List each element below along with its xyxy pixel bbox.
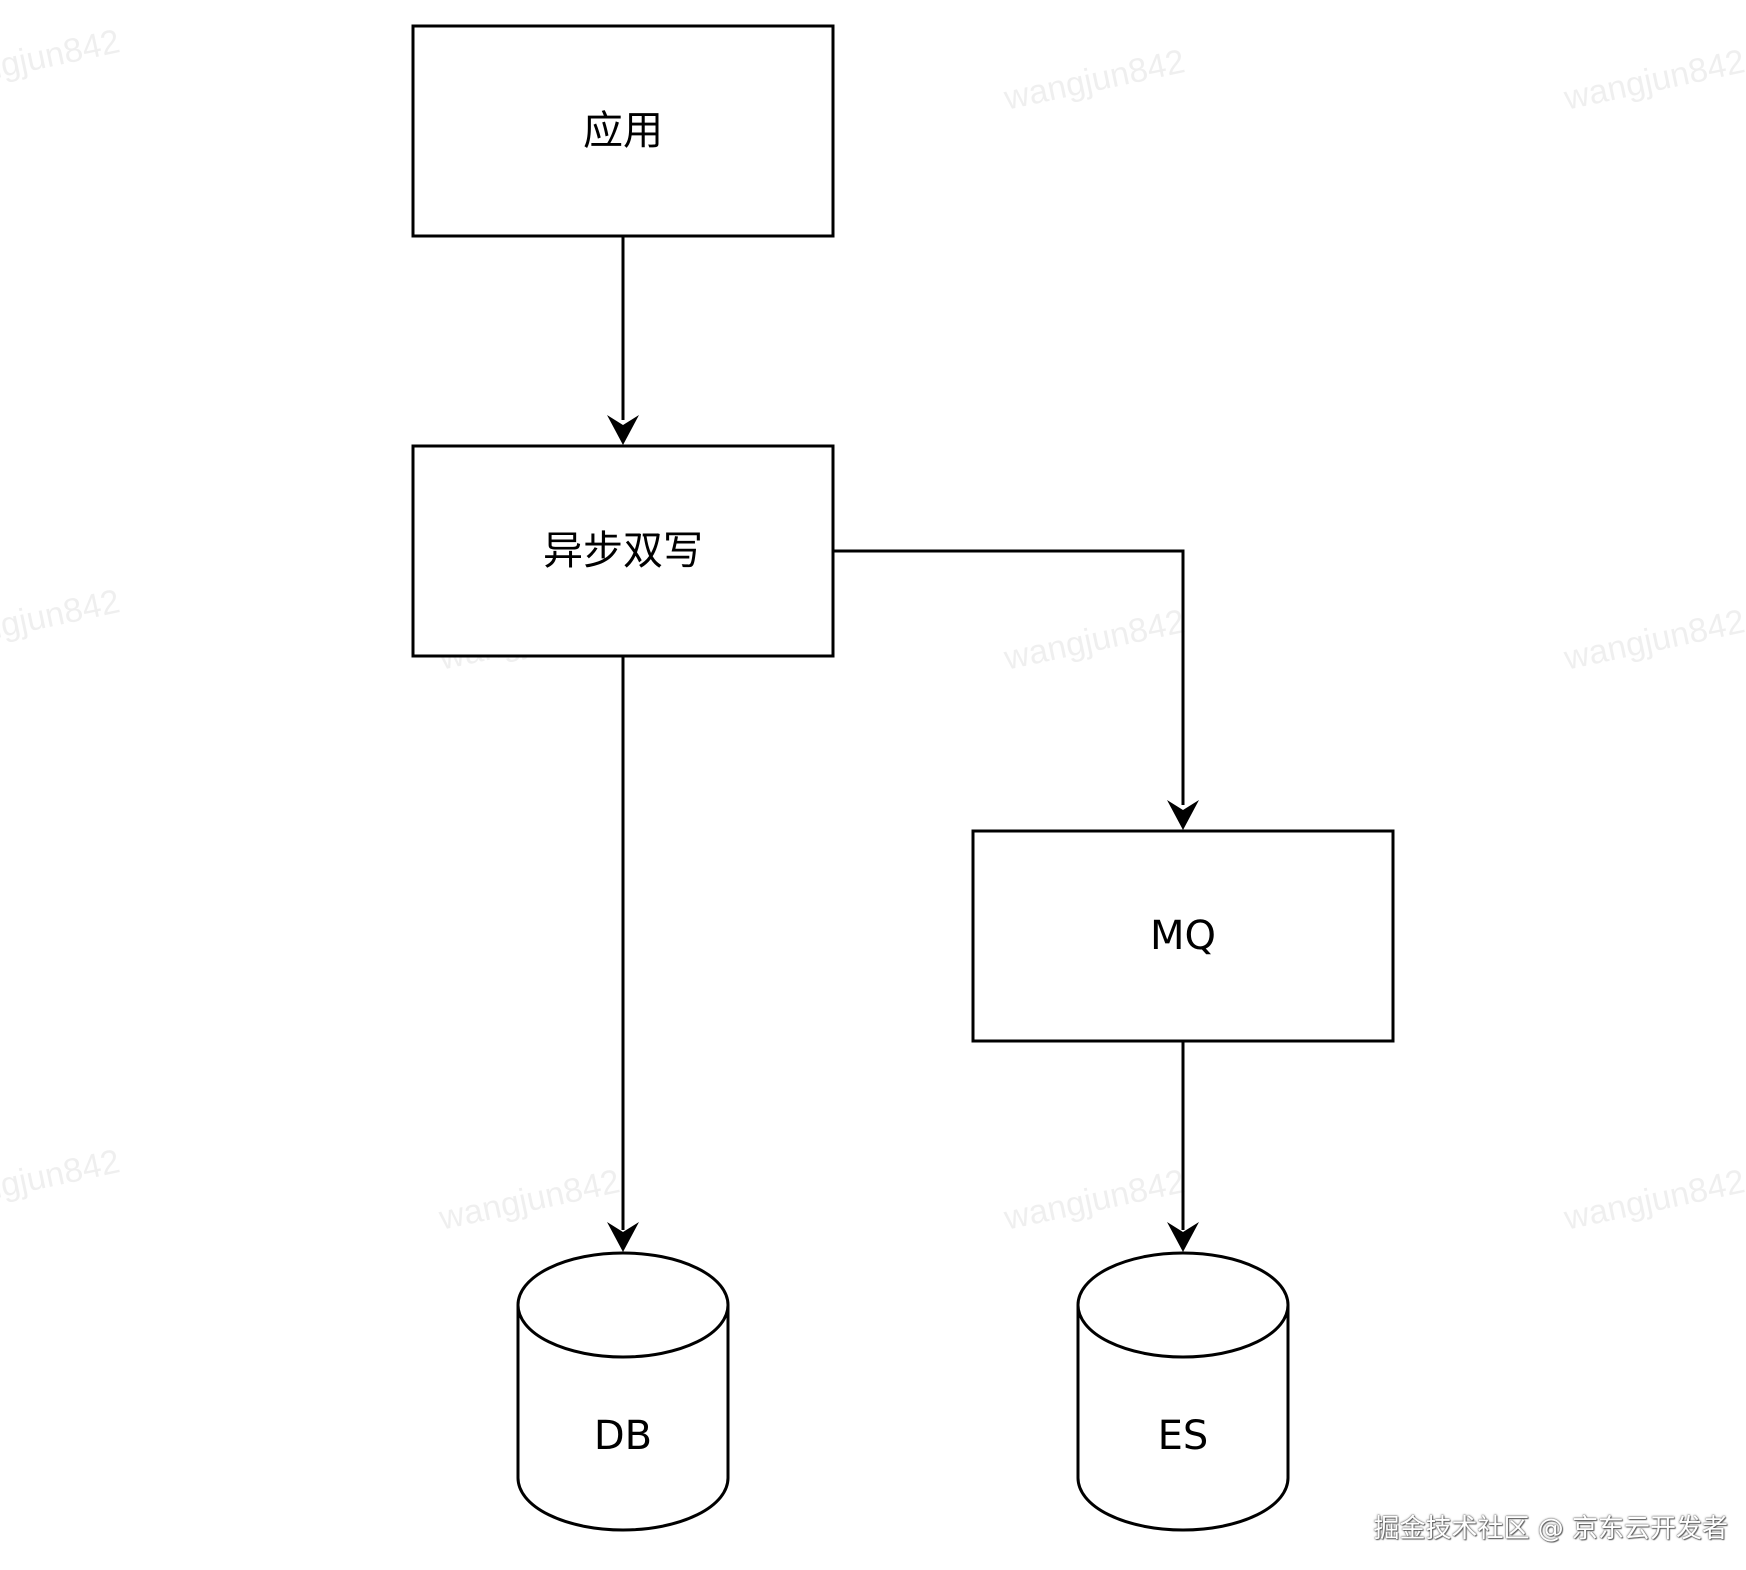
node-app-label: 应用	[583, 108, 663, 154]
node-app: 应用	[411, 24, 835, 238]
node-async-write: 异步双写	[411, 444, 835, 658]
node-es-label: ES	[1158, 1413, 1209, 1459]
node-db-label: DB	[594, 1413, 652, 1459]
node-async-write-label: 异步双写	[543, 528, 703, 574]
node-db: DB	[516, 1251, 730, 1532]
edge-async-write-to-mq	[832, 549, 1199, 830]
edge-mq-to-es	[1167, 1041, 1199, 1252]
node-es: ES	[1076, 1251, 1290, 1532]
edge-app-to-async-write	[607, 236, 639, 445]
footer-credit: 掘金技术社区 @ 京东云开发者	[1373, 1514, 1728, 1544]
node-mq: MQ	[971, 829, 1395, 1043]
node-mq-label: MQ	[1150, 913, 1216, 959]
edge-async-write-to-db	[607, 656, 639, 1252]
